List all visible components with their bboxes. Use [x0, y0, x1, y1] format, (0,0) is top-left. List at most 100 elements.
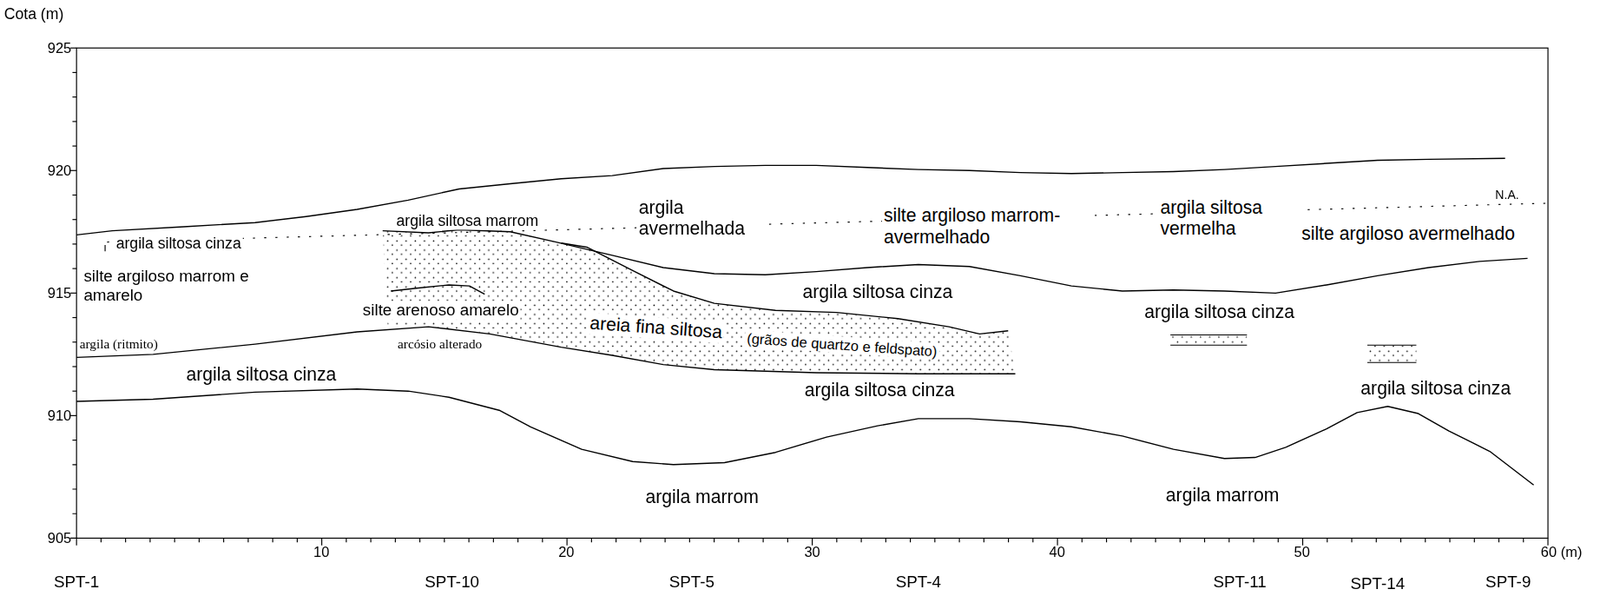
tick [1400, 537, 1402, 542]
layer-label: silte argiloso marrom-avermelhado [882, 205, 1096, 249]
tick [72, 316, 77, 318]
tick [72, 390, 77, 392]
tick [72, 487, 77, 489]
layer-label: argila avermelhada [636, 197, 769, 240]
tick [296, 537, 298, 542]
tick [72, 439, 77, 441]
tick [72, 513, 77, 514]
sand-lens-edge [1367, 362, 1416, 363]
tick [958, 537, 960, 542]
tick [836, 537, 837, 542]
axis-value: 30 [803, 542, 820, 560]
sand-lens [1367, 344, 1416, 363]
tick [615, 537, 617, 542]
axis-value: 915 [47, 284, 72, 302]
tick [787, 537, 789, 542]
tick [247, 537, 249, 542]
sand-lens [1170, 335, 1247, 346]
tick [983, 537, 985, 542]
tick [665, 537, 666, 542]
tick [72, 194, 77, 196]
tick [125, 537, 126, 542]
layer-label: areia fina siltosa [586, 311, 725, 343]
tick [861, 537, 863, 542]
tick [1326, 537, 1328, 542]
tick [1376, 537, 1377, 542]
tick [591, 537, 593, 542]
axis-value: 40 [1049, 542, 1066, 560]
axis-title: Cota (m) [4, 5, 65, 23]
layer-label: argila siltosa cinza [804, 379, 955, 401]
axis-value: 920 [47, 162, 72, 179]
layer-label: silte argiloso avermelhado [1299, 223, 1517, 244]
axis-value: 50 [1294, 542, 1311, 560]
clay-base [76, 388, 1534, 485]
axis-ticks [70, 47, 1548, 545]
tick [395, 537, 396, 542]
axis-value: 20 [558, 542, 574, 560]
tick [72, 365, 77, 367]
tick [1448, 537, 1450, 542]
tick [72, 243, 77, 244]
tick [100, 537, 102, 542]
tick [934, 537, 935, 542]
tick [909, 537, 911, 542]
borehole-name: SPT-5 [669, 572, 715, 592]
tick [737, 537, 739, 542]
tick [370, 537, 372, 542]
axis-value: 905 [47, 529, 72, 547]
sand-lens-edge [1170, 344, 1247, 346]
tick [1106, 537, 1107, 542]
tick [72, 341, 77, 343]
tick [1277, 537, 1279, 542]
tick [272, 537, 274, 542]
tick [1228, 537, 1230, 542]
layer-label: argila (ritmito) [79, 335, 159, 352]
layer-label: argila siltosa cinza [1360, 376, 1511, 398]
tick [419, 537, 421, 542]
sand-lens-edge [1170, 334, 1247, 336]
layer-label: argila siltosa cinza [185, 363, 336, 385]
borehole-name: SPT-9 [1485, 572, 1531, 592]
tick [72, 463, 77, 465]
tick [1081, 537, 1083, 542]
tick [174, 537, 176, 542]
layer-label: argila siltosa cinza [802, 281, 953, 303]
tick [72, 144, 77, 146]
sand-lens-edge [1367, 344, 1416, 346]
tick [1032, 537, 1034, 542]
tick [639, 537, 641, 542]
tick [1350, 537, 1352, 542]
borehole-name: SPT-10 [424, 572, 480, 592]
tick [517, 537, 519, 542]
tick [1154, 537, 1156, 542]
tick [468, 537, 470, 542]
layer-label: (grãos de quartzo e feldspato) [744, 329, 940, 361]
axis-value: 910 [47, 407, 72, 424]
tick [1204, 537, 1205, 542]
tick [541, 537, 543, 542]
tick [72, 72, 77, 73]
layer-label: argila marrom [1165, 484, 1280, 506]
tick [689, 537, 691, 542]
tick [72, 120, 77, 122]
water-table-mark [104, 244, 106, 251]
tick [1252, 537, 1254, 542]
layer-label: argila siltosa vermelha [1158, 197, 1305, 240]
layer-label: argila siltosa marrom [394, 211, 540, 230]
tick [72, 96, 77, 98]
tick [1130, 537, 1132, 542]
tick [72, 268, 77, 270]
tick [443, 537, 445, 542]
tick [493, 537, 494, 542]
tick [149, 537, 151, 542]
tick [763, 537, 764, 542]
tick [1007, 537, 1009, 542]
tick [223, 537, 224, 542]
layer-label: argila marrom [645, 486, 759, 507]
axis-value: 10 [313, 542, 330, 560]
borehole-name: SPT-4 [895, 572, 942, 592]
axis-value: 925 [47, 39, 72, 57]
